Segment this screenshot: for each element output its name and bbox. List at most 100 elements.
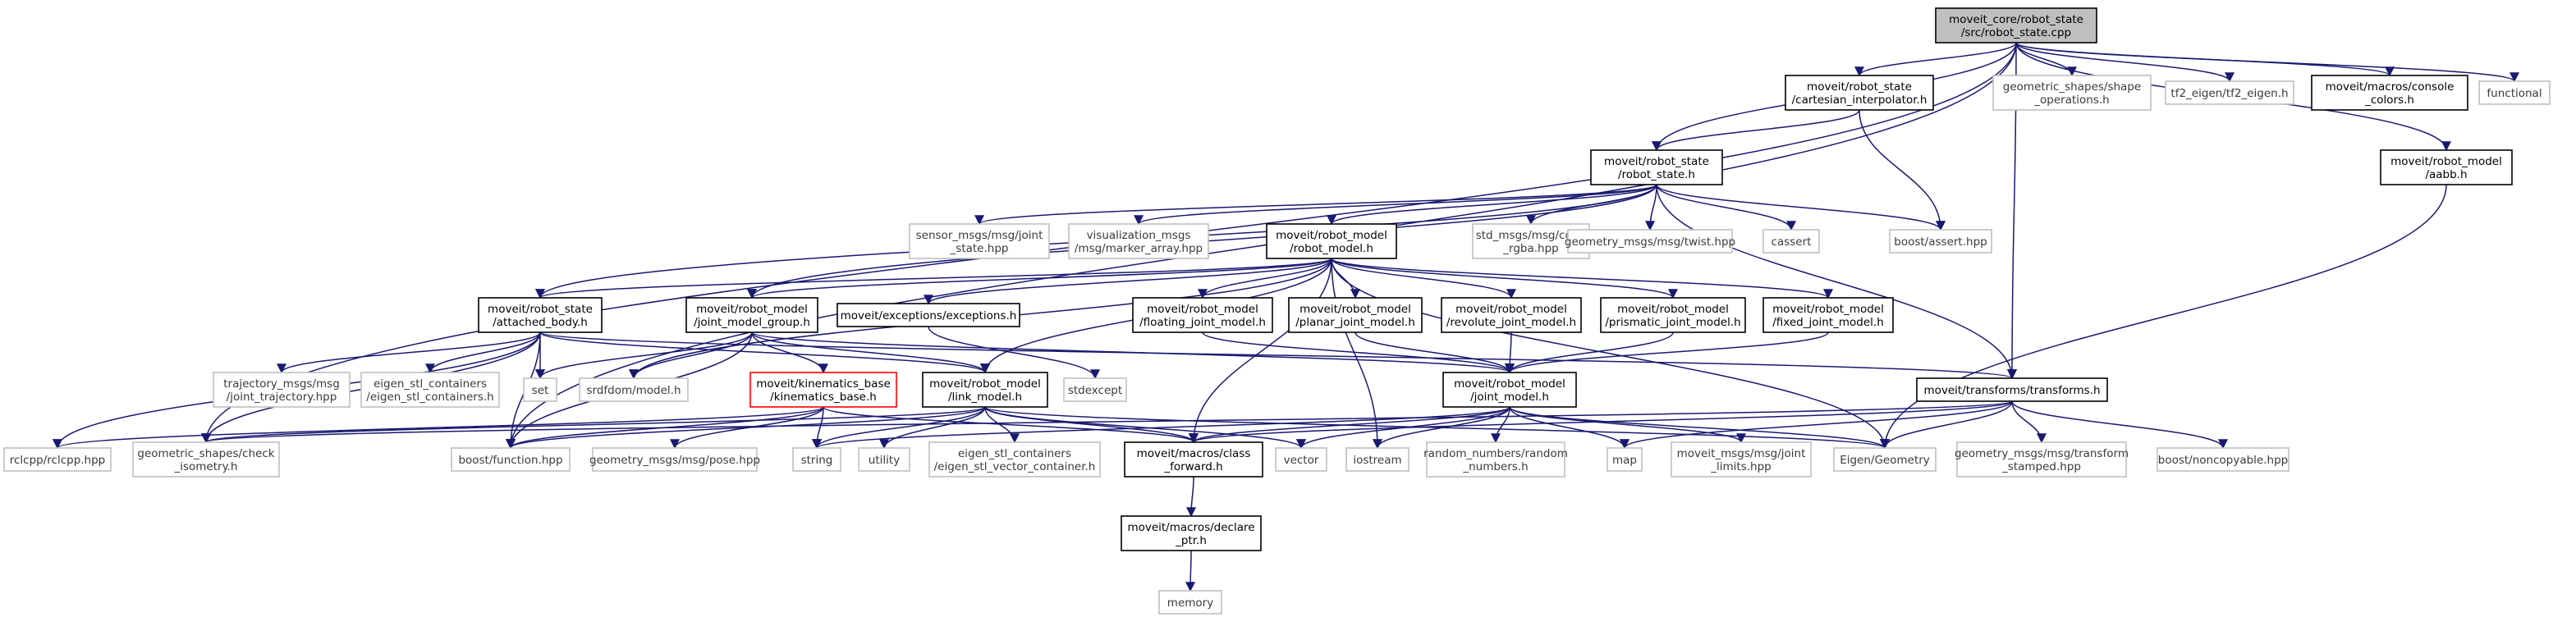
node-moveit-robot-state-robot-state-h[interactable]: moveit/robot_state/robot_state.h [1590,149,1723,185]
node-moveit-robot-model-joint-model-group-h[interactable]: moveit/robot_model/joint_model_group.h [685,297,818,333]
node-box [2311,75,2468,111]
node-moveit-macros-declare-ptr-h[interactable]: moveit/macros/declare_ptr.h [1121,515,1262,551]
node-label: moveit/robot_model [1772,303,1884,316]
node-label: boost/function.hpp [458,454,562,467]
edge-rs-to-sensormsgs [974,184,1657,226]
node-label: geometric_shapes/check [137,447,274,460]
edge-declptr-to-memory [1185,550,1196,592]
node-box [2380,149,2513,185]
edge-jm-to-jointlimits [1509,406,1746,444]
edge-rm-to-revolute [1331,258,1516,299]
edge-transforms-to-noncopy [2011,400,2228,450]
edge-planar-to-jm [1354,331,1515,374]
edge-jm-to-classfwd [1189,406,1510,444]
node-label: boost/noncopyable.hpp [2158,454,2288,467]
node-label: vector [1284,454,1319,467]
node-label: tf2_eigen/tf2_eigen.h [2170,87,2288,100]
node-boost-noncopyable-hpp: boost/noncopyable.hpp [2157,447,2290,472]
node-moveit-robot-model-floating-joint-model-h[interactable]: moveit/robot_model/floating_joint_model.… [1132,297,1273,333]
node-moveit-exceptions-exceptions-h[interactable]: moveit/exceptions/exceptions.h [837,303,1020,327]
node-label: srdfdom/model.h [586,384,681,397]
node-box [3,447,112,472]
node-moveit-robot-model-joint-model-h[interactable]: moveit/robot_model/joint_model.h [1442,372,1577,408]
node-label: /attached_body.h [493,316,588,329]
edge-classfwd-to-declptr [1186,476,1197,518]
node-label: set [532,384,549,397]
node-moveit-robot-model-link-model-h[interactable]: moveit/robot_model/link_model.h [922,372,1048,408]
node-box [1567,229,1733,254]
node-functional: functional [2478,80,2551,105]
node-moveit-robot-model-prismatic-joint-model-h[interactable]: moveit/robot_model/prismatic_joint_model… [1600,297,1746,333]
node-moveit-robot-state-attached-body-h[interactable]: moveit/robot_state/attached_body.h [478,297,603,333]
node-eigen-stl-containers-eigen-stl-containers-h: eigen_stl_containers/eigen_stl_container… [360,372,500,408]
node-box [1785,75,1934,111]
edge-rm-to-exceptions [924,258,1332,305]
node-label: /eigen_stl_vector_container.h [934,460,1096,473]
node-box [1889,229,1992,254]
node-layer: moveit_core/robot_state/src/robot_state.… [3,7,2551,615]
node-moveit-robot-model-revolute-joint-model-h[interactable]: moveit/robot_model/revolute_joint_model.… [1441,297,1582,333]
node-box [592,447,758,472]
edge-rm-to-eigengeom [1331,258,1890,450]
node-box [1288,297,1423,333]
node-boost-assert-hpp: boost/assert.hpp [1889,229,1992,254]
edge-rm-to-ab [535,258,1332,299]
edge-ab-to-trajmsgs [277,331,541,374]
edge-lm-to-eigengeom [984,406,1890,450]
node-box [1762,229,1820,254]
node-moveit-macros-console-colors-h[interactable]: moveit/macros/console_colors.h [2311,75,2468,111]
node-moveit-robot-model-planar-joint-model-h[interactable]: moveit/robot_model/planar_joint_model.h [1288,297,1423,333]
edge-prismatic-to-jm [1505,331,1674,374]
node-moveit-transforms-transforms-h[interactable]: moveit/transforms/transforms.h [1916,377,2108,402]
edge-rs-to-vizmsgs [1134,184,1657,226]
node-label: _limits.hpp [1710,460,1771,473]
node-label: moveit_core/robot_state [1949,13,2083,26]
node-box [451,447,571,472]
edge-rm-to-fixed [1331,258,1833,299]
edge-layer [53,42,2519,592]
edge-root-to-boostfunc [506,42,2017,450]
node-label: /prismatic_joint_model.h [1605,316,1740,329]
node-box [1132,297,1273,333]
edge-jm-to-map [1509,406,1629,450]
node-box [1068,223,1209,259]
node-moveit-robot-model-fixed-joint-model-h[interactable]: moveit/robot_model/fixed_joint_model.h [1762,297,1894,333]
node-label: geometry_msgs/msg/transform [1955,447,2129,460]
node-moveit-core-robot-state-src-robot-state-cpp[interactable]: moveit_core/robot_state/src/robot_state.… [1935,7,2097,43]
node-label: moveit/exceptions/exceptions.h [841,309,1017,322]
node-string: string [792,447,841,472]
node-box [1426,441,1565,478]
node-label: cassert [1772,235,1812,249]
node-box [132,441,280,478]
node-moveit-kinematics-base-kinematics-base-h[interactable]: moveit/kinematics_base/kinematics_base.h [749,372,897,408]
node-label: _isometry.h [173,460,237,473]
node-moveit-macros-class-forward-h[interactable]: moveit/macros/class_forward.h [1124,441,1263,478]
node-moveit-robot-state-cartesian-interpolator-h[interactable]: moveit/robot_state/cartesian_interpolato… [1785,75,1934,111]
node-moveit-robot-model-robot-model-h[interactable]: moveit/robot_model/robot_model.h [1266,223,1397,259]
edge-jmg-to-srdf [629,331,753,380]
node-utility: utility [858,447,910,472]
node-label: /joint_model.h [1470,391,1549,404]
node-label: moveit/robot_model [696,303,808,316]
node-label: /fixed_joint_model.h [1772,316,1884,329]
node-box [1441,297,1582,333]
node-label: moveit/robot_state [1807,80,1912,94]
node-box [837,303,1020,327]
node-label: /link_model.h [948,391,1022,404]
node-label: moveit/robot_model [929,377,1041,391]
edge-lm-to-string [812,406,986,450]
node-box [928,441,1101,478]
node-moveit-robot-model-aabb-h[interactable]: moveit/robot_model/aabb.h [2380,149,2513,185]
node-box [1916,377,2108,402]
node-label: geometric_shapes/shape [2003,80,2141,94]
edge-rs-to-cassert [1656,184,1796,231]
node-map: map [1607,447,1643,472]
node-box [2165,80,2294,105]
node-box [478,297,603,333]
node-rclcpp-rclcpp-hpp: rclcpp/rclcpp.hpp [3,447,112,472]
node-box [2157,447,2290,472]
node-iostream: iostream [1345,447,1409,472]
node-label: _forward.h [1163,460,1222,473]
node-cassert: cassert [1762,229,1820,254]
node-vector: vector [1275,447,1327,472]
